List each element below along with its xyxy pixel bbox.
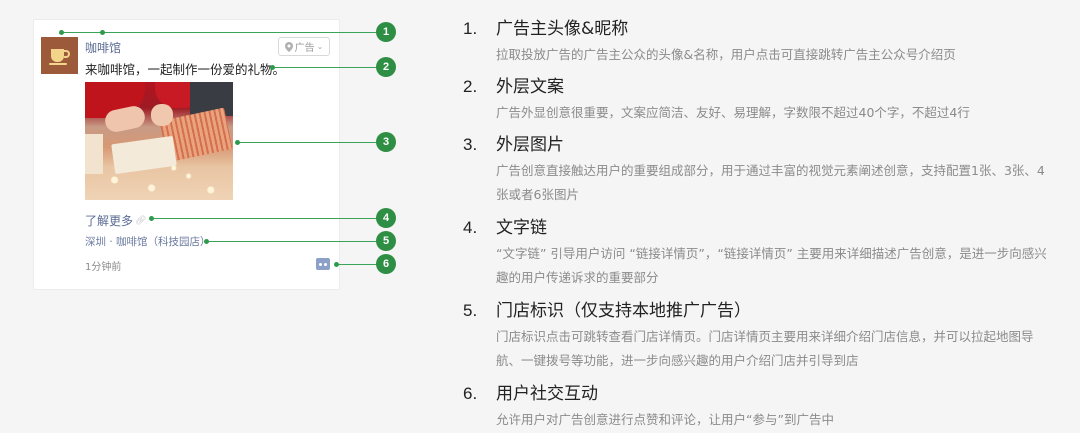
spec-number: 2. — [463, 77, 478, 96]
marker-6: 6 — [376, 254, 396, 274]
spec-item-3: 3. 外层图片 广告创意直接触达用户的重要组成部分，用于通过丰富的视觉元素阐述创… — [463, 130, 1056, 207]
store-label[interactable]: 深圳 · 咖啡馆（科技园店） — [85, 236, 211, 248]
callout-line-1 — [61, 32, 377, 33]
callout-dot — [204, 239, 209, 244]
marker-5: 5 — [376, 231, 396, 251]
callout-dot — [270, 65, 275, 70]
callout-line-5 — [206, 241, 377, 242]
ad-image[interactable] — [85, 82, 233, 200]
callout-line-3 — [237, 142, 377, 143]
spec-number: 4. — [463, 218, 478, 237]
spec-number: 3. — [463, 135, 478, 154]
callout-line-6 — [336, 264, 377, 265]
learn-more-label: 了解更多 — [85, 214, 134, 228]
marker-2: 2 — [376, 57, 396, 77]
learn-more-link[interactable]: 了解更多 🔗︎ — [85, 212, 146, 229]
spec-number: 1. — [463, 19, 478, 38]
spec-number: 6. — [463, 384, 478, 403]
spec-description: 门店标识点击可跳转查看门店详情页。门店详情页主要用来详细介绍门店信息，并可以拉起… — [496, 329, 1034, 368]
spec-title: 外层图片 — [496, 135, 564, 155]
spec-number: 5. — [463, 301, 478, 320]
ad-copy-text: 来咖啡馆，一起制作一份爱的礼物。 — [85, 62, 286, 77]
spec-description: “文字链” 引导用户访问 “链接详情页”，“链接详情页” 主要用来详细描述广告创… — [496, 246, 1047, 285]
ad-tag-dropdown[interactable]: 广告 ⌄ — [278, 37, 330, 56]
spec-title: 广告主头像&昵称 — [496, 19, 629, 39]
ad-tag-label: 广告 — [294, 43, 315, 54]
comment-icon[interactable] — [316, 258, 330, 270]
spec-title: 外层文案 — [496, 77, 564, 97]
advertiser-avatar[interactable] — [41, 37, 78, 74]
spec-description: 广告创意直接触达用户的重要组成部分，用于通过丰富的视觉元素阐述创意，支持配置1张… — [496, 163, 1045, 202]
spec-description: 广告外显创意很重要，文案应简洁、友好、易理解，字数限不超过40个字，不超过4行 — [496, 105, 970, 120]
coffee-cup-icon — [48, 48, 70, 65]
callout-dot — [235, 140, 240, 145]
marker-4: 4 — [376, 208, 396, 228]
spec-title: 文字链 — [496, 218, 547, 238]
callout-dot — [334, 262, 339, 267]
spec-description: 拉取投放广告的广告主公众的头像&名称，用户点击可直接跳转广告主公众号介绍页 — [496, 47, 956, 62]
spec-title: 门店标识（仅支持本地推广广告） — [496, 301, 751, 321]
callout-line-2 — [272, 67, 377, 68]
link-icon: 🔗︎ — [135, 215, 147, 226]
spec-item-1: 1. 广告主头像&昵称 拉取投放广告的广告主公众的头像&名称，用户点击可直接跳转… — [463, 14, 1056, 67]
callout-dot — [59, 30, 64, 35]
callout-dot — [149, 216, 154, 221]
spec-item-6: 6. 用户社交互动 允许用户对广告创意进行点赞和评论，让用户“参与”到广告中 — [463, 379, 1056, 432]
spec-item-4: 4. 文字链 “文字链” 引导用户访问 “链接详情页”，“链接详情页” 主要用来… — [463, 213, 1056, 290]
callout-line-4 — [151, 218, 377, 219]
spec-title: 用户社交互动 — [496, 384, 598, 404]
chevron-down-icon: ⌄ — [316, 42, 324, 51]
location-pin-icon — [284, 41, 293, 52]
marker-1: 1 — [376, 22, 396, 42]
spec-item-2: 2. 外层文案 广告外显创意很重要，文案应简洁、友好、易理解，字数限不超过40个… — [463, 72, 1056, 125]
advertiser-nickname[interactable]: 咖啡馆 — [85, 41, 122, 55]
marker-3: 3 — [376, 132, 396, 152]
post-time: 1分钟前 — [85, 262, 122, 273]
callout-dot — [100, 30, 105, 35]
spec-description: 允许用户对广告创意进行点赞和评论，让用户“参与”到广告中 — [496, 412, 834, 427]
spec-item-5: 5. 门店标识（仅支持本地推广广告） 门店标识点击可跳转查看门店详情页。门店详情… — [463, 296, 1056, 373]
